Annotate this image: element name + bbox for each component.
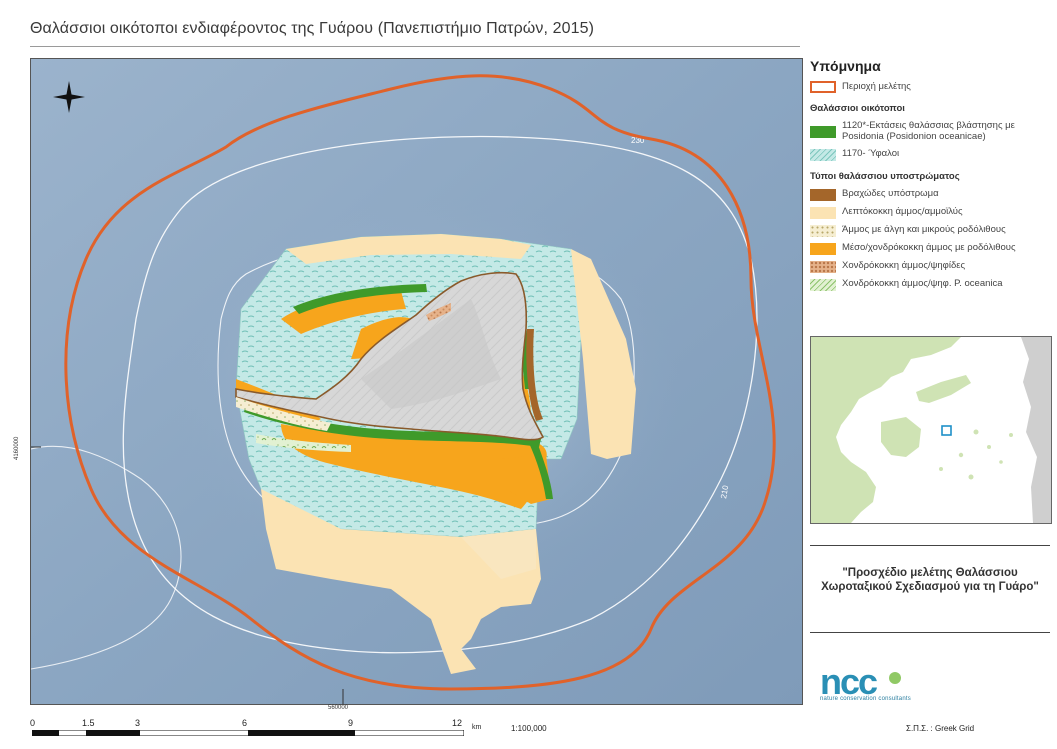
scale-ratio: 1:100,000 <box>511 724 547 733</box>
legend-label: Λεπτόκοκκη άμμος/αμμοϊλύς <box>842 206 963 218</box>
inset-evia <box>916 375 971 403</box>
legend-item-posidonia: 1120*-Εκτάσεις θαλάσσιας βλάστησης με Po… <box>810 120 1050 143</box>
study-area-swatch <box>810 81 836 93</box>
main-map[interactable]: 230 210 <box>30 58 803 705</box>
project-caption: "Προσχέδιο μελέτης Θαλάσσιου Χωροταξικού… <box>821 567 1039 594</box>
rocky-substrate-east <box>526 329 543 421</box>
legend-item-gravel-posidonia: Χονδρόκοκκη άμμος/ψηφ. P. oceanica <box>810 278 1050 291</box>
legend: Υπόμνημα Περιοχή μελέτης Θαλάσσιοι οικότ… <box>810 58 1050 297</box>
coord-label-y: 4160000 <box>14 436 20 460</box>
scale-tick-3: 3 <box>135 718 141 728</box>
gravel-posidonia-swatch <box>810 278 836 291</box>
legend-item-sand-algae: Άμμος με άλγη και μικρούς ροδόλιθους <box>810 224 1050 237</box>
bathymetry-contour <box>122 135 758 654</box>
legend-item-fine-sand: Λεπτόκοκκη άμμος/αμμοϊλύς <box>810 206 1050 219</box>
legend-label: Βραχώδες υπόστρωμα <box>842 188 939 200</box>
contour-label-210: 210 <box>719 484 730 499</box>
inset-locator-map <box>810 336 1052 524</box>
ncc-logo: ncc <box>820 661 930 712</box>
legend-substrate-header: Τύποι θαλάσσιου υποστρώματος <box>810 170 960 182</box>
legend-label: Άμμος με άλγη και μικρούς ροδόλιθους <box>842 224 1006 236</box>
map-title: Θαλάσσιοι οικότοποι ενδιαφέροντος της Γυ… <box>30 20 594 37</box>
legend-label: Χονδρόκοκκη άμμος/ψηφίδες <box>842 260 966 272</box>
scale-bar: 0 1.5 3 6 9 12 <box>30 718 464 738</box>
algae-patch <box>236 397 331 431</box>
gravel-swatch <box>810 260 836 273</box>
inset-turkey <box>1021 337 1051 523</box>
gravel-patch <box>426 303 451 321</box>
fine-sand-swatch <box>810 206 836 219</box>
legend-item-gravel: Χονδρόκοκκη άμμος/ψηφίδες <box>810 260 1050 273</box>
scale-tick-1-5: 1.5 <box>82 718 95 728</box>
reefs-swatch <box>810 148 836 161</box>
legend-label: 1120*-Εκτάσεις θαλάσσιας βλάστησης με Po… <box>842 120 1015 142</box>
scale-tick-12: 12 <box>452 718 463 728</box>
legend-title: Υπόμνημα <box>810 58 881 74</box>
fine-sand-north <box>286 234 531 264</box>
orange-sand-north <box>281 290 406 334</box>
inset-study-location <box>941 425 952 436</box>
scale-tick-6: 6 <box>242 718 248 728</box>
fine-sand-south <box>261 489 541 674</box>
island-ridge-shading <box>361 299 501 409</box>
inset-peninsula <box>881 417 921 457</box>
scale-tick-0: 0 <box>30 718 36 728</box>
north-arrow-icon <box>53 81 85 113</box>
posidonia-southeast <box>529 439 553 499</box>
legend-item-reefs: 1170- Ύφαλοι <box>810 148 1050 161</box>
posidonia-southwest <box>244 404 541 447</box>
scale-bar-graphic <box>32 730 464 736</box>
legend-label: Μέσο/χονδρόκοκκη άμμος με ροδόλιθους <box>842 242 1016 254</box>
coord-label-x: 560000 <box>328 705 349 711</box>
posidonia-swatch <box>810 125 836 138</box>
legend-label: 1170- Ύφαλοι <box>842 148 900 160</box>
orange-sand-swatch <box>810 242 836 255</box>
scale-tick-9: 9 <box>348 718 354 728</box>
logo-subtitle: nature conservation consultants <box>820 696 911 702</box>
posidonia-north <box>293 284 427 314</box>
bathymetry-contour-west <box>31 445 182 670</box>
inset-mainland <box>811 337 961 523</box>
legend-item-study-area: Περιοχή μελέτης <box>810 81 1050 93</box>
caption-divider-bottom <box>810 632 1050 633</box>
sand-algae-swatch <box>810 224 836 237</box>
legend-item-orange-sand: Μέσο/χονδρόκοκκη άμμος με ροδόλιθους <box>810 242 1050 255</box>
gravel-posidonia-patch <box>256 434 351 452</box>
scale-unit: km <box>472 724 482 731</box>
legend-item-rocky: Βραχώδες υπόστρωμα <box>810 188 1050 201</box>
svg-text:ncc: ncc <box>820 662 877 700</box>
contour-label-230: 230 <box>631 136 645 145</box>
caption-divider-top <box>810 545 1050 546</box>
title-divider <box>30 46 800 47</box>
legend-label: Χονδρόκοκκη άμμος/ψηφ. P. oceanica <box>842 278 1003 290</box>
legend-habitats-header: Θαλάσσιοι οικότοποι <box>810 103 905 114</box>
legend-label: Περιοχή μελέτης <box>842 80 911 92</box>
fine-sand-east <box>571 249 636 459</box>
study-area-boundary <box>64 74 776 691</box>
fine-sand-southwest <box>461 529 536 579</box>
rocky-swatch <box>810 188 836 201</box>
projection-label: Σ.Π.Σ. : Greek Grid <box>906 724 975 733</box>
